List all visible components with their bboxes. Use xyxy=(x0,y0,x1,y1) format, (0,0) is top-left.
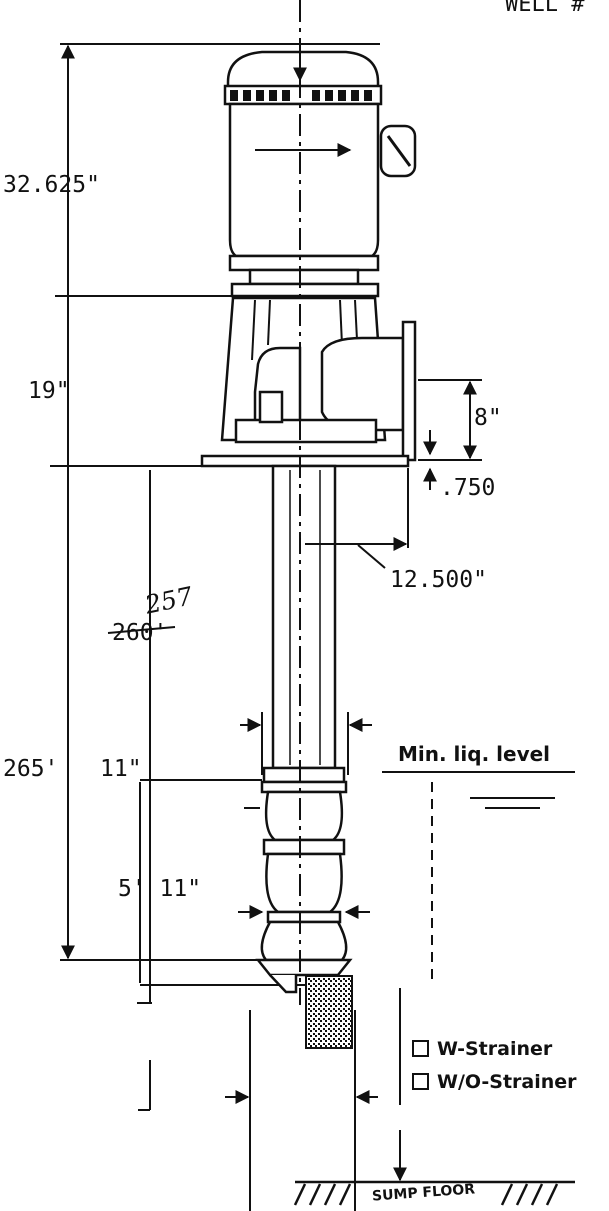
head-height-dimension: 19" xyxy=(28,378,70,404)
base-plate xyxy=(200,454,410,468)
motor-height-dimension: 32.625" xyxy=(3,172,100,198)
strikethrough-line xyxy=(107,626,176,634)
discharge-head xyxy=(220,296,417,462)
w-strainer-checkbox[interactable] xyxy=(412,1040,429,1057)
min-liquid-level-label: Min. liq. level xyxy=(398,742,551,766)
baseplate-thickness-dimension: .750 xyxy=(440,475,496,501)
column-length-original: 260' xyxy=(112,620,168,646)
bowl-assembly xyxy=(255,766,353,994)
vertical-dimension-lines xyxy=(61,44,151,1004)
sump-floor-line xyxy=(293,1180,575,1206)
well-number-label: WELL # xyxy=(505,0,585,17)
column-pipe xyxy=(271,464,337,770)
discharge-height-dimension: 8" xyxy=(474,405,502,431)
w-strainer-label: W-Strainer xyxy=(437,1038,553,1060)
option-w-strainer: W-Strainer xyxy=(412,1040,552,1059)
strainer xyxy=(305,975,353,1049)
extension-lines xyxy=(50,43,380,1004)
bowl-diameter-dimensions xyxy=(238,712,372,919)
wo-strainer-label: W/O-Strainer xyxy=(437,1071,577,1093)
option-wo-strainer: W/O-Strainer xyxy=(412,1073,577,1092)
motor xyxy=(223,50,417,298)
liquid-level-marker xyxy=(382,771,575,980)
bottom-dimensions xyxy=(138,988,407,1211)
overall-length-dimension: 265' xyxy=(3,756,59,782)
bowl-diameter-dimension: 11" xyxy=(100,756,142,782)
discharge-dimensions xyxy=(305,379,482,569)
bowl-assembly-length-dimension: 5' 11" xyxy=(118,876,202,902)
discharge-offset-dimension: 12.500" xyxy=(390,567,487,593)
wo-strainer-checkbox[interactable] xyxy=(412,1073,429,1090)
